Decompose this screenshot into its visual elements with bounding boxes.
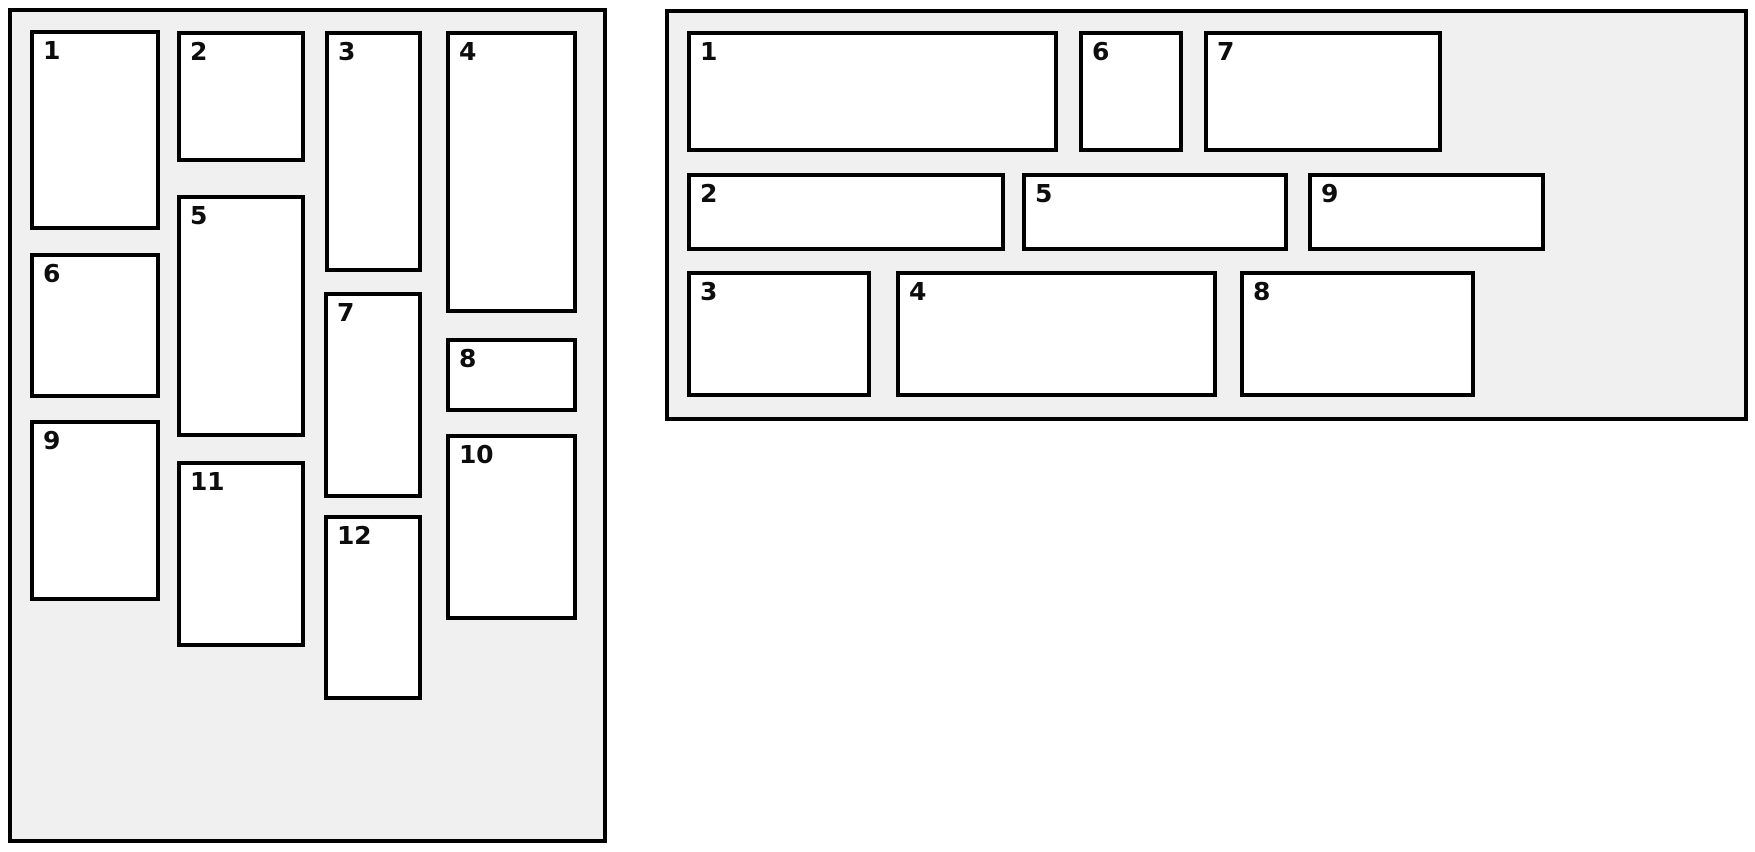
- layout-box-8[interactable]: 8: [446, 338, 577, 412]
- layout-box-11[interactable]: 11: [177, 461, 305, 647]
- layout-box-1[interactable]: 1: [687, 31, 1058, 152]
- layout-box-2[interactable]: 2: [177, 31, 305, 162]
- layout-box-3[interactable]: 3: [687, 271, 871, 397]
- box-number-label: 2: [190, 37, 208, 66]
- box-number-label: 7: [1217, 37, 1235, 66]
- box-number-label: 11: [190, 467, 225, 496]
- layout-box-10[interactable]: 10: [446, 434, 577, 620]
- layout-box-1[interactable]: 1: [30, 30, 160, 230]
- box-number-label: 12: [337, 521, 372, 550]
- layout-box-8[interactable]: 8: [1240, 271, 1475, 397]
- layout-box-5[interactable]: 5: [1022, 173, 1288, 251]
- layout-box-7[interactable]: 7: [1204, 31, 1442, 152]
- layout-box-9[interactable]: 9: [30, 420, 160, 601]
- box-number-label: 4: [909, 277, 927, 306]
- box-number-label: 9: [43, 426, 61, 455]
- box-number-label: 7: [337, 298, 355, 327]
- box-number-label: 5: [190, 201, 208, 230]
- box-number-label: 1: [43, 36, 61, 65]
- box-number-label: 3: [700, 277, 718, 306]
- layout-box-4[interactable]: 4: [446, 31, 577, 313]
- box-number-label: 9: [1321, 179, 1339, 208]
- box-number-label: 8: [1253, 277, 1271, 306]
- box-number-label: 3: [338, 37, 356, 66]
- layout-box-4[interactable]: 4: [896, 271, 1217, 397]
- box-number-label: 6: [43, 259, 61, 288]
- box-number-label: 2: [700, 179, 718, 208]
- layout-box-9[interactable]: 9: [1308, 173, 1545, 251]
- layout-box-6[interactable]: 6: [1079, 31, 1183, 152]
- box-number-label: 5: [1035, 179, 1053, 208]
- layout-box-12[interactable]: 12: [324, 515, 422, 700]
- layout-box-3[interactable]: 3: [325, 31, 422, 272]
- layout-box-5[interactable]: 5: [177, 195, 305, 437]
- box-number-label: 4: [459, 37, 477, 66]
- layout-box-2[interactable]: 2: [687, 173, 1005, 251]
- layout-box-6[interactable]: 6: [30, 253, 160, 398]
- layout-box-7[interactable]: 7: [324, 292, 422, 498]
- right-panel: 1 6 7 2 5 9 3 4 8: [665, 9, 1748, 421]
- box-number-label: 8: [459, 344, 477, 373]
- box-number-label: 1: [700, 37, 718, 66]
- box-number-label: 6: [1092, 37, 1110, 66]
- box-number-label: 10: [459, 440, 494, 469]
